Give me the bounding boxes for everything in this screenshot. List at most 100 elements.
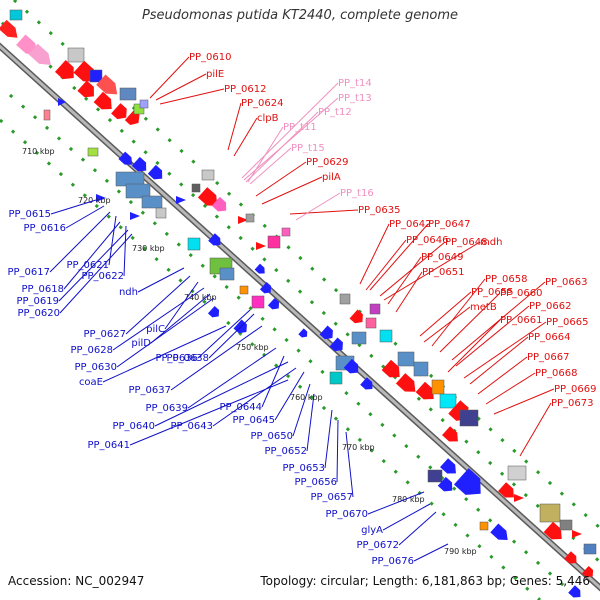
gene-label: PP_0618 <box>21 284 64 295</box>
gene-feature <box>360 377 373 390</box>
gene-feature <box>201 169 215 181</box>
gene-feature <box>197 187 218 206</box>
gene-feature <box>147 164 163 180</box>
gene-label: PP_0635 <box>358 205 401 216</box>
gene-label: PP_0628 <box>70 345 113 356</box>
gene-label: PP_0610 <box>189 52 232 63</box>
gene-feature <box>539 503 561 523</box>
gene-feature <box>498 482 514 498</box>
leader-line <box>519 402 552 457</box>
leader-line <box>345 431 354 498</box>
gene-feature <box>351 331 367 345</box>
leader-line <box>423 306 471 343</box>
gene-label: PP_0616 <box>23 223 66 234</box>
leader-line <box>387 256 422 305</box>
gene-label: PP_0641 <box>87 440 130 451</box>
gene-label: PP_0667 <box>527 352 570 363</box>
gene-feature <box>176 196 186 204</box>
leader-line <box>150 293 211 344</box>
leader-line <box>49 211 111 273</box>
gene-feature <box>187 237 201 251</box>
gene-label: PP_0624 <box>241 98 284 109</box>
gene-feature <box>254 263 265 274</box>
gene-label: PP_0658 <box>485 274 528 285</box>
gene-label: PP_0655 <box>471 287 514 298</box>
kbp-tick-label: 780 kbp <box>392 495 425 504</box>
gene-feature <box>139 99 149 109</box>
gene-label: PP_0640 <box>112 421 155 432</box>
gene-feature <box>207 305 220 318</box>
gene-label: PP_0657 <box>310 492 353 503</box>
gene-label: PP_0646 <box>406 235 449 246</box>
gene-label: pilD <box>131 338 151 349</box>
gene-feature <box>439 393 457 409</box>
leader-line <box>249 147 292 185</box>
gene-label: pilA <box>322 172 341 183</box>
leader-line <box>247 126 284 183</box>
gene-feature <box>155 207 167 219</box>
leader-line <box>395 271 423 313</box>
gene-label: clpB <box>257 113 279 124</box>
gene-feature <box>431 379 445 395</box>
leader-line <box>170 325 263 391</box>
gene-feature <box>0 19 18 38</box>
leader-line <box>383 241 481 301</box>
gene-feature <box>239 285 249 295</box>
gene-label: PP_0642 <box>389 219 432 230</box>
leader-line <box>65 205 105 229</box>
gene-feature <box>96 74 118 95</box>
gene-label: PP_0650 <box>250 431 293 442</box>
leader-line <box>439 292 501 353</box>
gene-label: PP_t15 <box>291 143 325 154</box>
gene-feature <box>437 476 453 492</box>
leader-line <box>137 267 185 293</box>
gene-label: PP_0652 <box>264 446 307 457</box>
gene-feature <box>490 523 508 541</box>
gene-label: PP_0649 <box>421 252 464 263</box>
leader-line <box>112 287 205 351</box>
kbp-tick-label: 770 kbp <box>342 443 375 452</box>
leader-line <box>261 355 285 408</box>
gene-feature <box>267 235 281 249</box>
leader-line <box>50 199 97 215</box>
gene-label: PP_0638 <box>166 353 209 364</box>
gene-feature <box>568 585 581 598</box>
gene-label: PP_0660 <box>500 288 543 299</box>
gene-feature <box>453 468 481 495</box>
leader-line <box>413 543 449 562</box>
leader-line <box>306 393 315 452</box>
leader-line <box>455 305 530 367</box>
gene-label: PP_0670 <box>325 509 368 520</box>
gene-label: PP_0629 <box>306 157 349 168</box>
gene-feature <box>256 242 266 250</box>
gene-feature <box>233 319 247 334</box>
gene-feature <box>479 521 489 531</box>
gene-feature <box>397 351 415 367</box>
leader-line <box>477 356 528 395</box>
gene-feature <box>381 359 400 378</box>
leader-line <box>164 281 199 330</box>
gene-label: pilC <box>146 324 165 335</box>
gene-feature <box>298 328 308 338</box>
gene-feature <box>459 409 479 427</box>
gene-feature <box>267 297 280 310</box>
gene-feature <box>58 98 66 106</box>
gene-feature <box>339 293 351 305</box>
gene-label: PP_0622 <box>81 271 124 282</box>
gene-label: PP_0676 <box>371 556 414 567</box>
gene-feature <box>9 9 23 21</box>
gene-feature <box>141 195 163 209</box>
leader-line <box>63 221 121 290</box>
gene-label: PP_0639 <box>145 403 188 414</box>
gene-label: PP_0668 <box>535 368 578 379</box>
kbp-tick-label: 760 kbp <box>290 393 323 402</box>
gene-feature <box>251 295 265 309</box>
gene-feature <box>514 494 524 502</box>
leader-line <box>447 319 501 373</box>
leader-line <box>261 176 323 205</box>
gene-feature <box>118 151 133 165</box>
gene-feature <box>131 156 147 172</box>
